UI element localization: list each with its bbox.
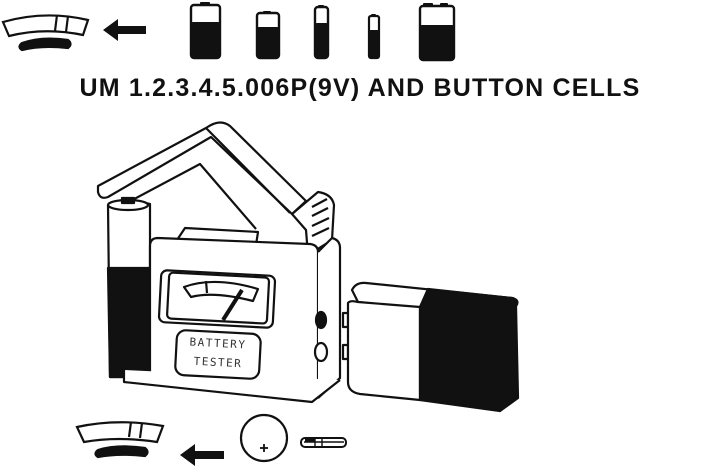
battery-um1-icon [189,2,222,60]
meter-scale-icon [1,14,90,52]
battery-um4-icon [367,14,381,60]
battery-9v-illustration [341,281,520,413]
meter-needle [221,288,244,322]
arrow-left-icon [103,19,146,41]
battery-um2-icon [255,11,281,60]
button-cell-side-icon [300,437,347,448]
battery-9v-icon [418,3,456,62]
meter-scale-icon [75,421,165,459]
arrow-left-icon [180,444,224,466]
slider-grip [290,190,336,257]
button-cell-top-icon [239,413,289,463]
supported-batteries-caption: UM 1.2.3.4.5.006P(9V) AND BUTTON CELLS [79,74,641,102]
battery-um3-icon [313,5,330,60]
label-plate [174,329,262,380]
battery-tester-device [96,121,342,404]
